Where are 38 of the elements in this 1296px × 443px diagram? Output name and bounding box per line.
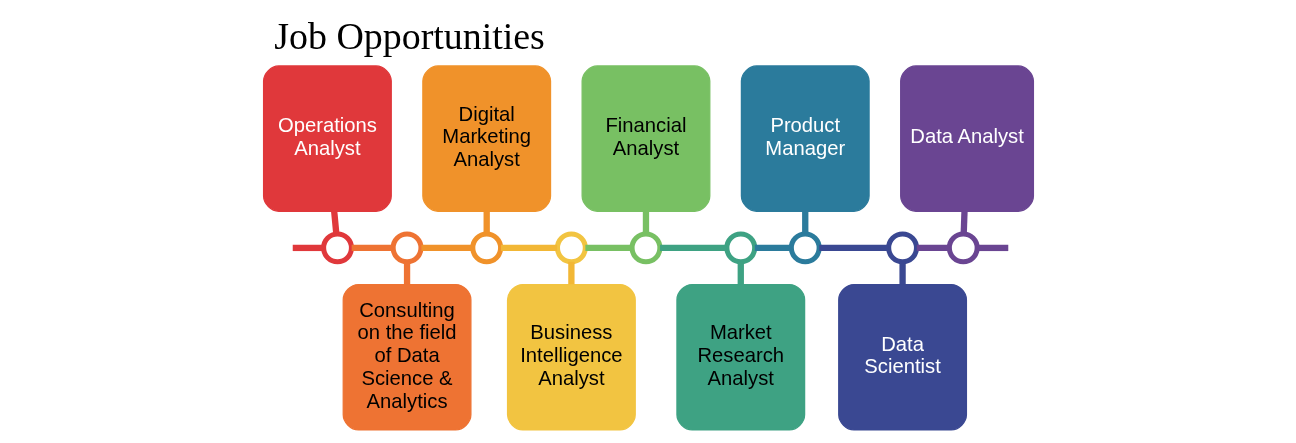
- node-circle: [390, 231, 423, 264]
- connector: [500, 244, 557, 251]
- connector: [584, 244, 632, 251]
- node-circle: [723, 231, 757, 264]
- node-box: Operations Analyst: [262, 64, 392, 212]
- node-box: Digital Marketing Analyst: [421, 64, 551, 212]
- connector: [292, 244, 324, 251]
- connector: [960, 211, 968, 234]
- node-circle: [788, 231, 822, 264]
- connector: [330, 210, 339, 234]
- connector: [898, 261, 906, 284]
- node-box: Data Analyst: [899, 64, 1034, 212]
- node-circle: [469, 231, 503, 264]
- connector: [977, 244, 1008, 251]
- node-box: Product Manager: [740, 64, 870, 212]
- node-box: Consulting on the field of Data Science & Analytics: [342, 283, 471, 431]
- connector: [818, 244, 889, 251]
- node-circle: [554, 231, 588, 264]
- node-circle: [320, 231, 354, 264]
- connector: [351, 244, 393, 251]
- node-box: Financial Analyst: [581, 64, 710, 212]
- connector: [642, 211, 649, 234]
- node-box: Market Research Analyst: [675, 283, 805, 431]
- connector: [567, 261, 575, 284]
- connector: [754, 244, 791, 251]
- connector: [483, 211, 490, 234]
- node-circle: [885, 231, 919, 264]
- connector: [801, 211, 808, 234]
- node-circle: [629, 231, 662, 264]
- connector: [916, 244, 949, 251]
- connector: [659, 244, 726, 251]
- connector: [737, 261, 744, 284]
- node-box: Business Intelligence Analyst: [506, 283, 636, 431]
- node-circle: [946, 231, 980, 264]
- node-box: Data Scientist: [837, 283, 967, 431]
- diagram-title: Job Opportunities: [273, 14, 545, 57]
- connector: [420, 244, 472, 251]
- connector: [403, 261, 410, 284]
